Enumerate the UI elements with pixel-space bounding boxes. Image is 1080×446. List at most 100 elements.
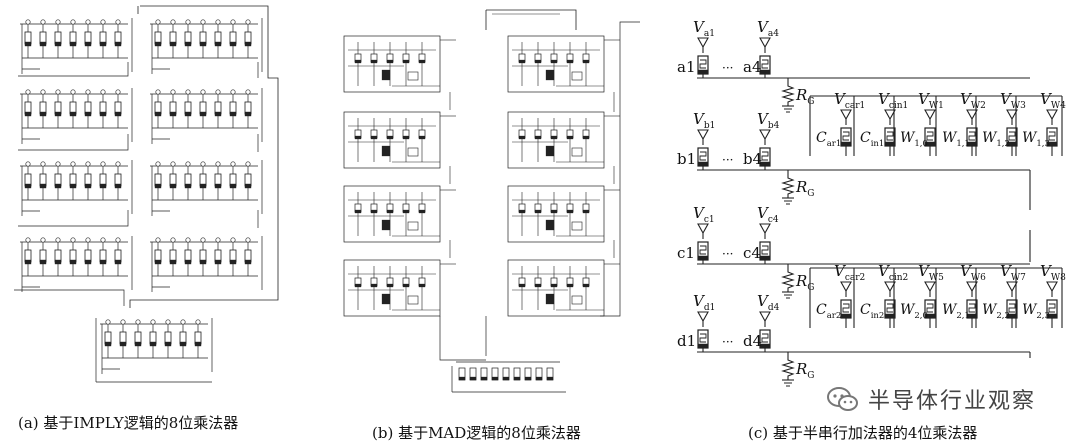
cell-band <box>582 59 590 64</box>
node-icon <box>25 89 31 95</box>
cell-band <box>566 135 574 140</box>
node-icon <box>55 161 61 167</box>
source-triangle <box>697 223 709 235</box>
node-icon <box>25 237 31 243</box>
cell-band <box>534 209 542 214</box>
voltage-source-icon <box>840 281 852 297</box>
cell-band <box>154 183 162 189</box>
bank-voltage-label: VW5 <box>918 262 944 283</box>
label-subscript: 1,2 <box>996 139 1010 149</box>
cell-band <box>24 183 32 189</box>
node-icon <box>230 89 236 95</box>
cell-band <box>524 376 532 381</box>
node-icon <box>230 237 236 243</box>
voltage-source-icon <box>924 281 936 297</box>
cell-band <box>458 376 466 381</box>
label-subscript: W2 <box>971 101 986 111</box>
resistor-icon <box>781 82 795 113</box>
source-triangle <box>759 129 771 141</box>
memristor-icon <box>697 241 709 261</box>
node-icon <box>70 89 76 95</box>
label-subscript: G <box>807 97 814 107</box>
label-subscript: car2 <box>845 273 865 283</box>
cell-band <box>534 135 542 140</box>
cell-band <box>535 376 543 381</box>
cell-band <box>518 135 526 140</box>
wire <box>1008 131 1016 141</box>
voltage-source-icon <box>884 109 896 125</box>
node-icon <box>185 161 191 167</box>
cell-band <box>104 341 112 347</box>
cell-label: Car1 <box>816 130 841 149</box>
imply-block <box>20 18 133 74</box>
cell-band <box>534 283 542 288</box>
row-last-label: d4 <box>743 332 762 350</box>
wire <box>18 134 129 151</box>
memristor-icon <box>924 299 936 319</box>
wire <box>18 62 129 77</box>
ellipsis: ··· <box>722 153 733 167</box>
cell-label: W2,0 <box>900 302 928 321</box>
node-icon <box>215 89 221 95</box>
bottom-memristor-bank: Vcar2Car2Vcin2Cin2VW5W2,0VW6W2,1VW7W2,2V… <box>809 262 1066 328</box>
node-icon <box>85 19 91 25</box>
node-icon <box>85 161 91 167</box>
node-icon <box>245 19 251 25</box>
wire <box>781 268 795 292</box>
label-subscript: c4 <box>768 215 779 225</box>
caption-b: (b) 基于MAD逻辑的8位乘法器 <box>372 424 581 442</box>
voltage-source-icon <box>1006 281 1018 297</box>
voltage-source-icon <box>697 311 709 327</box>
row-last-label: b4 <box>743 150 762 168</box>
cell-label: W1,2 <box>982 130 1010 149</box>
cell-band <box>546 376 554 381</box>
memristor-icon <box>840 127 852 147</box>
wire <box>486 9 577 30</box>
input-voltage-label: Va1 <box>693 18 715 39</box>
source-triangle <box>1046 281 1058 293</box>
resistor-icon <box>781 356 795 387</box>
block-outline <box>507 185 605 243</box>
source-triangle <box>759 311 771 323</box>
cell-dark <box>545 293 555 305</box>
cell-band <box>418 209 426 214</box>
wire <box>1048 303 1056 313</box>
memristor-icon <box>697 147 709 167</box>
source-triangle <box>697 37 709 49</box>
cell-band <box>99 111 107 117</box>
label-subscript: 2,0 <box>914 311 928 321</box>
cell-band <box>199 259 207 265</box>
cell-band <box>469 376 477 381</box>
block-outline <box>343 259 441 317</box>
wire <box>842 131 850 141</box>
caption-c: (c) 基于半串行加法器的4位乘法器 <box>748 424 978 442</box>
node-icon <box>85 89 91 95</box>
cell-band <box>99 259 107 265</box>
voltage-source-icon <box>759 129 771 145</box>
wire <box>129 5 279 308</box>
wire <box>781 174 795 198</box>
cell-label: W2,1 <box>942 302 970 321</box>
source-triangle <box>884 109 896 121</box>
wire <box>699 245 707 255</box>
memristor-band <box>697 343 709 349</box>
node-icon <box>105 319 111 325</box>
label-subscript: cin1 <box>889 101 908 111</box>
source-triangle <box>966 281 978 293</box>
bank-voltage-label: VW1 <box>918 90 944 111</box>
label-subscript: d1 <box>704 303 716 313</box>
label-subscript: 2,1 <box>956 311 970 321</box>
cell-band <box>550 135 558 140</box>
cell-band <box>513 376 521 381</box>
label-subscript: 2,2 <box>996 311 1010 321</box>
label-subscript: in2 <box>871 311 885 321</box>
cell-band <box>39 111 47 117</box>
input-voltage-label: Vd1 <box>693 292 715 313</box>
wire <box>926 131 934 141</box>
cell-band <box>582 283 590 288</box>
label-subscript: c1 <box>704 215 715 225</box>
cell-label: Cin2 <box>860 302 884 321</box>
node-icon <box>55 19 61 25</box>
bank-voltage-label: VW2 <box>960 90 986 111</box>
